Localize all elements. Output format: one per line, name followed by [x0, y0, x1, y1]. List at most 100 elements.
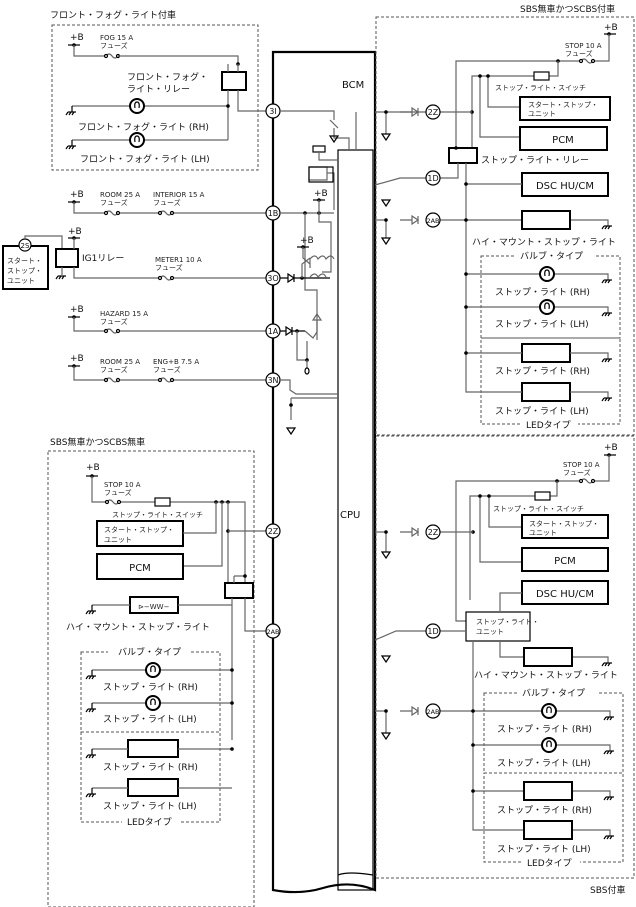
connector-2z-label: 2Z [428, 108, 439, 117]
stop-light-rh-led-icon [127, 739, 179, 758]
power-label: +B [70, 190, 84, 200]
ground-icon [65, 111, 77, 116]
dsc-label: DSC HU/CM [536, 589, 594, 600]
fuse-hazard: HAZARD 15 A [100, 310, 148, 318]
section-front-fog: フロント・フォグ・ライト付車 [50, 9, 176, 21]
fuse-icon [103, 328, 121, 334]
connector-2ab-label: 2AB [266, 628, 279, 636]
stop-light-rh-label: ストップ・ライト (RH) [495, 366, 590, 377]
start-stop-unit-box [2, 245, 49, 290]
ground-icon [55, 275, 67, 280]
ground-icon [601, 662, 613, 667]
led-type-frame-left [80, 731, 221, 823]
stop-light-rh-led-icon [521, 343, 571, 363]
fuse-icon [103, 377, 121, 383]
fuse-icon [578, 58, 596, 64]
connector-2z-left [265, 523, 281, 539]
fuse-icon [578, 478, 596, 484]
power-label: +B [70, 305, 84, 315]
stop-light-rh-bulb-icon [145, 662, 161, 678]
pcm-label: PCM [554, 556, 576, 567]
section-sbs-no-scbs-no: SBS無車かつSCBS無車 [50, 436, 145, 448]
connector-2ab-right [425, 212, 441, 228]
ground-icon [601, 279, 613, 284]
ground-icon [85, 754, 97, 759]
bulb-type-frame-sbs [483, 692, 624, 774]
ground-icon [601, 358, 613, 363]
connector-2z-right [425, 104, 441, 120]
fuse-word: フューズ [100, 41, 128, 50]
stop-light-rh-label: ストップ・ライト (RH) [103, 762, 198, 773]
fog-relay-label-2: ライト・リレー [127, 84, 190, 95]
bulb-type-frame-left [80, 651, 221, 733]
power-label: +B [68, 227, 82, 237]
connector-2z-sbs [425, 524, 441, 540]
stop-light-unit-label: ストップ・ライト・ [476, 618, 539, 626]
stop-light-lh-label: ストップ・ライト (LH) [497, 758, 591, 769]
stop-light-rh-bulb-icon [539, 266, 555, 282]
stop-light-lh-label: ストップ・ライト (LH) [103, 714, 197, 725]
connector-1d-sbs [425, 623, 441, 639]
start-stop-unit-label-3: ユニット [7, 277, 35, 285]
pcm-label: PCM [552, 135, 574, 146]
led-type-frame-right [480, 337, 621, 425]
cpu-label: CPU [340, 510, 360, 521]
connector-2ab-label: 2AB [426, 708, 439, 716]
ssu-label: スタート・ストップ・ [528, 100, 598, 109]
section-sbs-no-scbs-yes: SBS無車かつSCBS付車 [520, 3, 615, 15]
connector-1d-label: 1D [427, 174, 438, 183]
fuse-word: フューズ [155, 263, 183, 272]
ground-icon [85, 675, 97, 680]
fog-relay-icon [221, 71, 247, 91]
fuse-word: フューズ [100, 317, 128, 326]
fuse-fog: FOG 15 A [100, 34, 133, 42]
connector-3i-label: 3I [269, 107, 276, 116]
start-stop-unit-box-sbs [521, 514, 609, 539]
ground-icon [601, 225, 613, 230]
fog-light-lh-icon [129, 132, 145, 148]
fuse-word: フューズ [153, 365, 181, 374]
stop-light-rh-led-icon [523, 781, 573, 801]
ssu-label-2: ユニット [529, 529, 557, 537]
fog-light-rh-icon [129, 98, 145, 114]
fuse-room-2: ROOM 25 A [100, 358, 140, 366]
ssu-label-2: ユニット [528, 110, 556, 118]
fuse-word: フューズ [100, 198, 128, 207]
sbs-no-scbs-no-frame [47, 450, 255, 907]
signal-ground-icon [381, 655, 391, 663]
led-resistor-glyph: ⊳−WW− [138, 603, 170, 611]
power-label: +B [604, 23, 618, 33]
stop-light-rh-bulb-icon [541, 703, 557, 719]
stop-light-lh-label: ストップ・ライト (LH) [497, 844, 591, 855]
section-sbs-yes: SBS付車 [590, 884, 625, 896]
stop-light-rh-label: ストップ・ライト (RH) [497, 724, 592, 735]
start-stop-unit-box-left [96, 520, 184, 547]
stop-light-switch-icon-sbs [534, 491, 551, 501]
ground-icon [85, 610, 97, 615]
fuse-meter1: METER1 10 A [155, 256, 202, 264]
stop-light-lh-led-icon [523, 820, 573, 840]
ground-icon [603, 796, 615, 801]
ssu-label-2: ユニット [104, 536, 132, 544]
bulb-type-label: バルブ・タイプ [520, 250, 583, 262]
fuse-icon [157, 275, 175, 281]
stop-light-switch-label: ストップ・ライト・スイッチ [493, 505, 584, 513]
stop-light-rh-label: ストップ・ライト (RH) [497, 805, 592, 816]
pcm-box-right [519, 126, 608, 151]
signal-ground-icon [286, 427, 296, 435]
connector-1b-label: 1B [268, 209, 279, 218]
bulb-type-label: バルブ・タイプ [522, 687, 585, 699]
connector-3n-label: 3N [267, 376, 278, 385]
pcm-box-sbs [521, 547, 609, 572]
fuse-stop: STOP 10 A [565, 42, 602, 50]
high-mount-stop-light-label: ハイ・マウント・ストップ・ライト [474, 670, 618, 681]
ssu-label: スタート・ストップ・ [529, 519, 599, 528]
high-mount-stop-light-icon-right [521, 210, 571, 230]
power-label: +B [314, 189, 328, 199]
connector-2ab-left [265, 623, 281, 639]
stop-light-lh-label: ストップ・ライト (LH) [103, 801, 197, 812]
fuse-word: フューズ [104, 488, 132, 497]
high-mount-stop-light-icon-sbs [523, 647, 573, 667]
stop-light-lh-bulb-icon [539, 299, 555, 315]
